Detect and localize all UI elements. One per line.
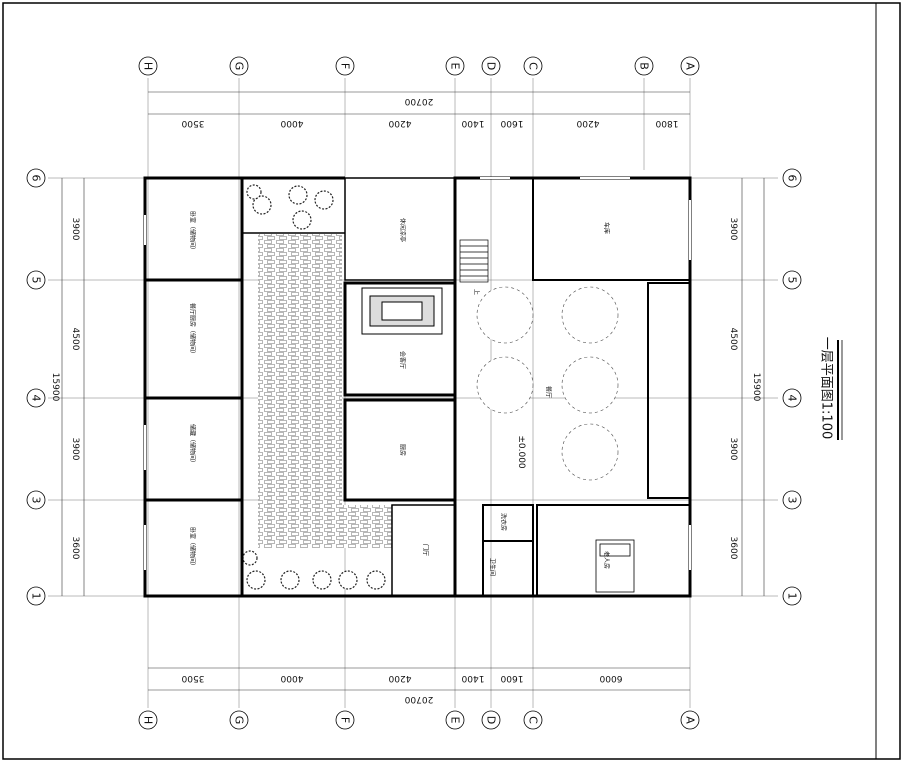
dim-left-total: 15900 <box>50 373 60 402</box>
dim-bottom-total: 20700 <box>404 694 433 704</box>
dining-tables <box>476 286 619 481</box>
room-label-foyer: 门厅 <box>422 544 430 556</box>
grid-lines <box>48 78 778 708</box>
dim-top-seg-7: 1800 <box>655 118 678 128</box>
dim-left-seg-4: 3600 <box>70 537 80 560</box>
dim-right-seg-4: 3600 <box>728 537 738 560</box>
axis-label-f-top: F <box>339 63 352 69</box>
axis-label-3-right: 3 <box>786 497 799 504</box>
axis-label-4-left: 4 <box>30 395 43 402</box>
room-label-elder-room: 老人房 <box>603 551 611 569</box>
dim-left-seg-1: 3900 <box>70 218 80 241</box>
dim-left-seg-2: 4500 <box>70 328 80 351</box>
dim-bottom-seg-2: 4000 <box>280 673 303 683</box>
dim-top-seg-6: 4200 <box>576 118 599 128</box>
room-label-kitchen: 厨房 <box>399 444 407 456</box>
room-label-laundry: 洗衣房 <box>500 513 508 531</box>
dim-bottom-seg-4: 1400 <box>461 673 484 683</box>
axis-label-5-right: 5 <box>786 277 799 284</box>
axis-label-d-bottom: D <box>485 716 498 724</box>
stair <box>459 239 489 283</box>
dim-top-seg-1: 3500 <box>181 118 204 128</box>
axis-label-h-bottom: H <box>142 716 155 724</box>
dim-top-seg-3: 4200 <box>388 118 411 128</box>
axis-label-a-bottom: A <box>684 716 697 724</box>
room-label-storage: 储藏（储物间） <box>189 424 197 466</box>
dim-top-total: 20700 <box>404 96 433 106</box>
room-label-toilet: 卫生间 <box>489 558 497 576</box>
dim-right-seg-1: 3900 <box>728 218 738 241</box>
axis-label-5-left: 5 <box>30 277 43 284</box>
axis-label-h-top: H <box>142 62 155 70</box>
dim-right-seg-2: 4500 <box>728 328 738 351</box>
dim-top-seg-5: 1600 <box>500 118 523 128</box>
axis-label-g-top: G <box>233 62 246 71</box>
axis-label-4-right: 4 <box>786 395 799 402</box>
axis-label-6-right: 6 <box>786 175 799 182</box>
axis-label-g-bottom: G <box>233 716 246 725</box>
dim-bottom-seg-6: 6000 <box>599 673 622 683</box>
dim-right-total: 15900 <box>751 373 761 402</box>
dim-bottom-seg-1: 3500 <box>181 673 204 683</box>
room-label-living-room: 会客厅 <box>399 351 407 369</box>
axis-label-f-bottom: F <box>339 717 352 723</box>
room-label-dining-kitchen: 餐厅厨房（储物间） <box>189 303 197 357</box>
drawing-title: 一层平面图1:100 <box>819 337 834 439</box>
dim-top-seg-2: 4000 <box>280 118 303 128</box>
dimension-texts: 20700 3500 4000 4200 1400 1600 4200 1800… <box>50 96 761 704</box>
axis-label-e-bottom: E <box>449 717 462 724</box>
sofa-set <box>361 287 443 335</box>
axis-label-1-right: 1 <box>786 593 799 600</box>
courtyard-paving <box>258 234 342 548</box>
room-label-pavilion: 休闲凉亭 <box>399 218 407 242</box>
walls <box>143 176 692 598</box>
garden-trees <box>242 184 386 590</box>
dim-right-seg-3: 3900 <box>728 438 738 461</box>
room-label-bedroom-south: 卧室（储物间） <box>189 527 197 569</box>
dim-bottom-seg-3: 4200 <box>388 673 411 683</box>
stair-label: 上 <box>473 289 481 295</box>
dim-top-seg-4: 1400 <box>461 118 484 128</box>
axis-label-d-top: D <box>485 62 498 70</box>
bed <box>595 539 635 593</box>
dimension-lines <box>61 91 765 691</box>
axis-label-c-top: C <box>527 62 540 70</box>
room-label-dining-hall: 餐厅 <box>545 386 553 398</box>
room-label-bedroom-north: 卧室（储物间） <box>189 211 197 253</box>
windows <box>144 177 691 570</box>
axis-label-3-left: 3 <box>30 497 43 504</box>
axis-label-e-top: E <box>449 63 462 70</box>
axis-label-c-bottom: C <box>527 716 540 724</box>
elevation-mark: ±0.000 <box>516 435 526 469</box>
axis-bubbles: H G F E D C B A H G F E D C A 6 5 4 3 1 … <box>26 56 802 730</box>
axis-label-a-top: A <box>684 62 697 70</box>
dim-bottom-seg-5: 1600 <box>500 673 523 683</box>
axis-label-6-left: 6 <box>30 175 43 182</box>
room-label-garage: 车库 <box>603 222 611 234</box>
axis-label-1-left: 1 <box>30 593 43 600</box>
axis-label-b-top: B <box>638 62 651 70</box>
dim-left-seg-3: 3900 <box>70 438 80 461</box>
